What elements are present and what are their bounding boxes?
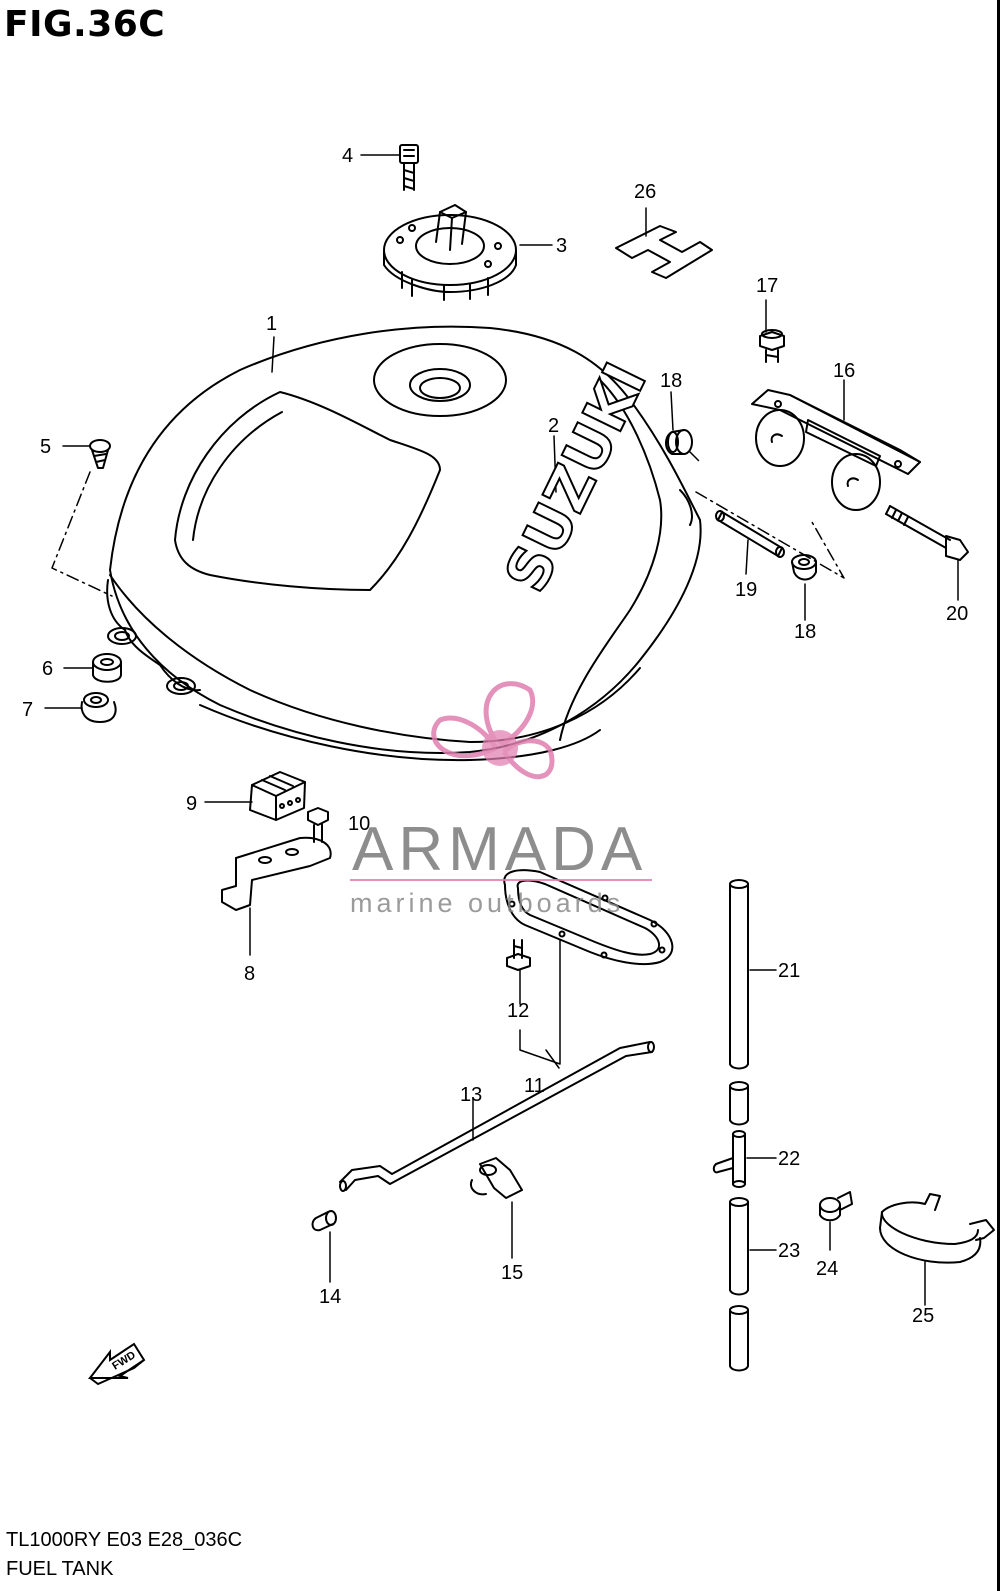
watermark: ARMADA marine outboards — [350, 681, 652, 918]
callout-15: 15 — [501, 1262, 523, 1284]
page-border — [997, 0, 1000, 1591]
callout-14: 14 — [319, 1286, 341, 1308]
propeller-hub — [482, 730, 518, 766]
callout-numbers: 1 2 3 4 5 6 7 8 9 10 11 12 13 14 15 16 1… — [22, 145, 968, 1327]
bracket — [221, 836, 332, 911]
callout-11: 11 — [524, 1075, 545, 1097]
hinge-bolt — [759, 329, 785, 363]
callout-20: 20 — [946, 603, 968, 625]
callout-26: 26 — [634, 181, 656, 203]
leader-lines — [44, 154, 959, 1306]
hose-joint — [712, 1130, 746, 1188]
callout-8: 8 — [244, 963, 255, 985]
tank-brand-lettering: SUZUKI — [491, 353, 659, 603]
hose-short — [729, 1197, 749, 1372]
pipe-cap — [311, 1210, 337, 1232]
callout-24: 24 — [816, 1258, 838, 1280]
section-name: FUEL TANK — [6, 1558, 114, 1580]
screw — [89, 439, 111, 469]
pipe-clamp — [470, 1157, 523, 1199]
fuel-pipe — [339, 1041, 655, 1192]
callout-4: 4 — [342, 145, 353, 167]
cushion-small — [80, 692, 117, 723]
callout-12: 12 — [507, 1000, 529, 1022]
long-bolt — [885, 505, 969, 561]
bushing-upper — [665, 429, 693, 455]
callout-13: 13 — [460, 1084, 482, 1106]
cushion-block — [249, 771, 306, 821]
callout-6: 6 — [42, 658, 53, 680]
callout-21: 21 — [778, 960, 800, 982]
bushing-lower — [791, 554, 817, 581]
fuel-cap — [383, 204, 517, 301]
gasket-bolt — [506, 939, 531, 971]
callout-2: 2 — [548, 415, 559, 437]
hinge-bracket — [751, 389, 921, 511]
callout-1: 1 — [266, 313, 277, 335]
callout-10: 10 — [348, 813, 370, 835]
callout-25: 25 — [912, 1305, 934, 1327]
callout-18-lower: 18 — [794, 621, 816, 643]
callout-16: 16 — [833, 360, 855, 382]
hose-clip — [819, 1191, 853, 1222]
callout-7: 7 — [22, 699, 33, 721]
fuel-tank — [106, 325, 702, 762]
callout-19: 19 — [735, 579, 757, 601]
hose-long — [729, 879, 749, 1126]
model-code: TL1000RY E03 E28_036C — [6, 1529, 243, 1551]
callout-18-upper: 18 — [660, 370, 682, 392]
callout-17: 17 — [756, 275, 778, 297]
callout-22: 22 — [778, 1148, 800, 1170]
cushion — [92, 653, 122, 683]
plate — [615, 225, 713, 279]
figure-title: FIG.36C — [4, 4, 166, 45]
hose-clamp — [879, 1193, 995, 1264]
hinge-pin — [715, 510, 785, 558]
callout-5: 5 — [40, 436, 51, 458]
fwd-arrow-icon: FWD — [87, 1342, 146, 1386]
bracket-bolt — [307, 807, 329, 843]
watermark-brand: ARMADA — [352, 815, 647, 884]
watermark-tagline: marine outboards — [350, 888, 624, 918]
callout-3: 3 — [556, 235, 567, 257]
propeller-logo-icon — [431, 681, 555, 780]
callout-23: 23 — [778, 1240, 800, 1262]
callout-9: 9 — [186, 793, 197, 815]
alignment-lines — [51, 451, 845, 597]
cap-bolt — [399, 144, 419, 191]
